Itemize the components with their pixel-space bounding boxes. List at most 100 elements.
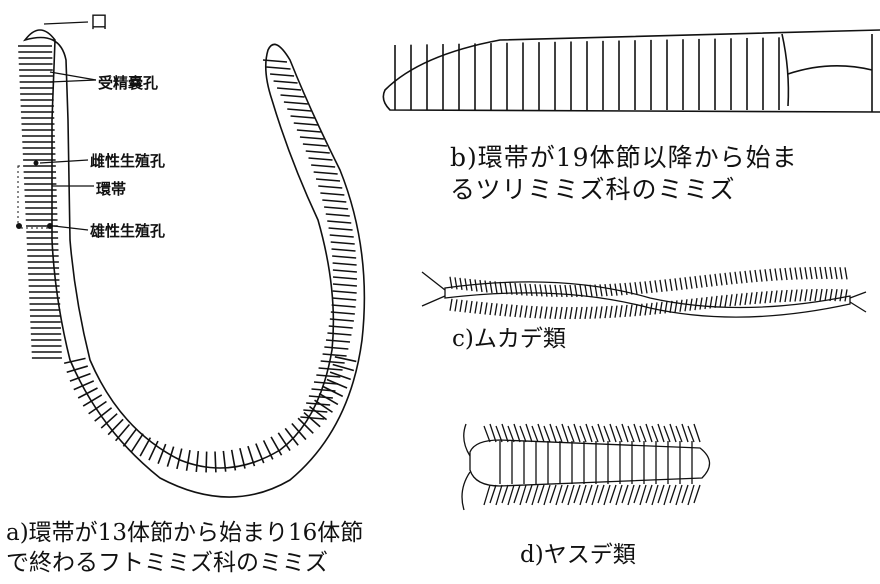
centipede-leg: [460, 300, 462, 312]
earthworm-a-segment-line: [333, 270, 357, 272]
centipede-leg: [630, 305, 632, 317]
centipede-leg: [820, 267, 822, 279]
earthworm-a-segment-line: [332, 298, 356, 300]
centipede-leg: [545, 285, 547, 297]
centipede-leg: [515, 305, 517, 317]
centipede-leg: [475, 279, 477, 291]
centipede-leg: [625, 305, 627, 317]
centipede-leg: [575, 307, 577, 319]
millipede-leg: [616, 485, 622, 505]
millipede-leg: [556, 426, 562, 442]
earthworm-a-segment-line: [123, 429, 136, 446]
centipede-leg: [600, 306, 602, 318]
centipede-leg: [565, 307, 567, 319]
centipede-leg: [450, 299, 452, 311]
centipede-leg: [660, 302, 662, 314]
earthworm-a-segment-line: [318, 186, 342, 188]
centipede-leg: [645, 281, 647, 293]
millipede-leg: [694, 485, 700, 503]
millipede-leg: [502, 424, 508, 442]
centipede-leg: [625, 283, 627, 295]
centipede-leg: [750, 292, 752, 304]
millipede-leg: [616, 426, 622, 442]
centipede-leg: [720, 295, 722, 307]
earthworm-a-segment-line: [312, 389, 336, 391]
centipede-leg: [705, 297, 707, 309]
earthworm-a-segment-line: [267, 67, 291, 69]
centipede-leg: [800, 267, 802, 279]
centipede-leg: [750, 270, 752, 282]
centipede-leg: [680, 300, 682, 312]
centipede-leg: [640, 282, 642, 294]
millipede-leg: [652, 426, 658, 442]
centipede-leg: [650, 281, 652, 293]
earthworm-a-segment-line: [196, 451, 198, 472]
earthworm-a-segment-line: [324, 347, 348, 349]
caption-d: d)ヤスデ類: [520, 540, 636, 570]
earthworm-a-segment-line: [116, 425, 130, 441]
millipede-leg: [514, 424, 520, 442]
label-spermathecal-pores: 受精嚢孔: [98, 72, 158, 93]
millipede-leg: [688, 426, 694, 442]
earthworm-a-segment-line: [287, 109, 311, 111]
centipede-leg: [780, 268, 782, 280]
centipede-leg: [840, 267, 842, 279]
centipede-leg: [550, 307, 552, 319]
earthworm-a-segment-line: [291, 116, 315, 118]
millipede-leg: [634, 485, 640, 503]
millipede-leg: [670, 485, 676, 503]
male-pore-dot-right: [47, 223, 53, 229]
centipede-leg: [670, 279, 672, 291]
millipede-antennae: [462, 424, 470, 510]
centipede-leg: [500, 304, 502, 316]
centipede-leg: [560, 285, 562, 297]
millipede-leg: [538, 485, 544, 503]
centipede-leg: [645, 303, 647, 315]
centipede-leg: [700, 298, 702, 310]
centipede-leg: [835, 267, 837, 279]
centipede-leg: [545, 307, 547, 319]
millipede-segments: [500, 441, 692, 484]
centipede-leg: [485, 302, 487, 314]
millipede-leg: [526, 485, 532, 503]
centipede-leg: [825, 289, 827, 301]
millipede-leg: [652, 485, 658, 505]
centipede-leg: [605, 284, 607, 296]
millipede-leg: [550, 424, 556, 442]
earthworm-b-outline: [383, 30, 880, 112]
centipede-leg: [745, 293, 747, 305]
centipede-leg: [680, 278, 682, 290]
earthworm-a-segment-line: [140, 438, 150, 456]
earthworm-a-segment-line: [322, 200, 346, 202]
centipede-leg: [555, 307, 557, 319]
centipede-leg: [460, 278, 462, 290]
centipede-leg: [780, 290, 782, 302]
earthworm-a-segment-line: [320, 193, 344, 195]
centipede-leg: [725, 295, 727, 307]
millipede-leg: [544, 426, 550, 442]
centipede-leg: [480, 280, 482, 292]
earthworm-a-segment-line: [311, 165, 335, 167]
centipede-leg: [455, 277, 457, 289]
millipede-leg: [628, 426, 634, 442]
millipede-leg: [568, 426, 574, 442]
centipede-leg: [740, 293, 742, 305]
centipede-leg: [585, 307, 587, 319]
millipede-leg: [592, 426, 598, 442]
centipede-leg: [740, 271, 742, 283]
millipede-leg: [646, 485, 652, 503]
centipede-leg: [505, 304, 507, 316]
earthworm-a-segment-line: [333, 277, 357, 279]
centipede-leg: [510, 305, 512, 317]
centipede-leg: [775, 291, 777, 303]
centipede-leg: [480, 302, 482, 314]
centipede-leg: [825, 267, 827, 279]
centipede-leg: [550, 285, 552, 297]
millipede-leg: [550, 485, 556, 503]
earthworm-b-illustration: [383, 30, 880, 112]
earthworm-a-segment-line: [324, 207, 348, 209]
earthworm-a-segment-line: [306, 151, 330, 153]
centipede-leg: [765, 291, 767, 303]
millipede-leg: [610, 485, 616, 503]
centipede-leg: [570, 307, 572, 319]
